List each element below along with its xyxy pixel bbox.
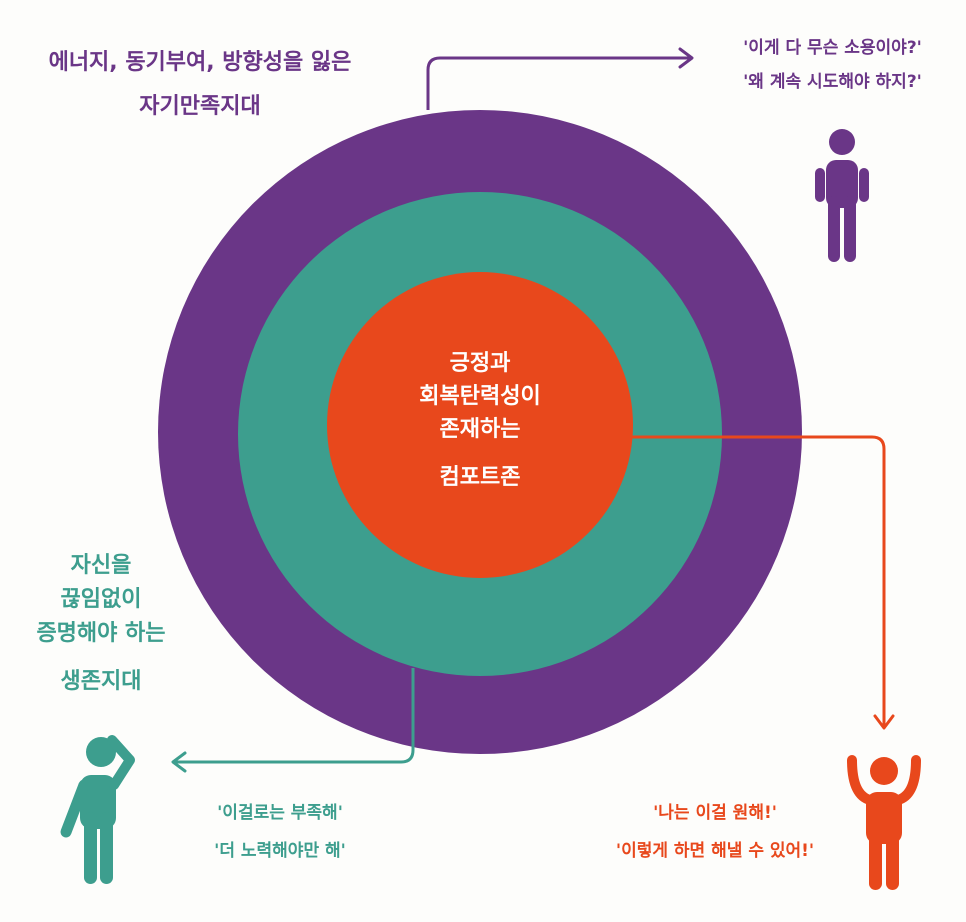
growth-arrow-head	[873, 714, 895, 730]
comfort-zone-line: 컴포트존	[439, 465, 521, 490]
growth-quotes: '나는 이걸 원해!' '이렇게 하면 해낼 수 있어!'	[590, 805, 840, 867]
complacency-arrow-line	[426, 56, 690, 110]
survival-zone-line: 증명해야 하는	[36, 621, 166, 646]
growth-arrow-line	[632, 435, 886, 726]
complacency-arrow-head	[678, 47, 694, 69]
growth-quote: '이렇게 하면 해낼 수 있어!'	[615, 841, 815, 861]
complacency-quote: '이게 다 무슨 소용이야?'	[743, 38, 922, 58]
comfort-zone-line: 존재하는	[439, 417, 521, 442]
survival-zone-line: 생존지대	[60, 669, 142, 694]
comfort-zone-core	[327, 272, 633, 578]
complacency-quote: '왜 계속 시도해야 하지?'	[743, 72, 922, 92]
comfort-zone-line: 회복탄력성이	[419, 384, 541, 409]
standing-person-icon	[815, 129, 869, 262]
survival-arrow-line	[175, 668, 415, 764]
complacency-zone-label: 에너지, 동기부여, 방향성을 잃은 자기만족지대	[20, 52, 380, 126]
complacency-zone-line: 에너지, 동기부여, 방향성을 잃은	[48, 50, 352, 75]
survival-zone-label: 자신을 끊임없이 증명해야 하는 생존지대	[8, 555, 194, 701]
complacency-quotes: '이게 다 무슨 소용이야?' '왜 계속 시도해야 하지?'	[705, 40, 960, 98]
survival-zone-line: 자신을	[70, 553, 132, 578]
complacency-zone-line: 자기만족지대	[139, 94, 261, 119]
comfort-zone-line: 긍정과	[449, 351, 511, 376]
survival-arrow-head	[171, 751, 187, 773]
survival-quote: '더 노력해야만 해'	[214, 841, 346, 861]
growth-quote: '나는 이걸 원해!'	[653, 803, 777, 823]
survival-quotes: '이걸로는 부족해' '더 노력해야만 해'	[180, 805, 380, 867]
survival-zone-line: 끊임없이	[60, 587, 142, 612]
hand-on-head-person-icon	[60, 735, 135, 884]
survival-quote: '이걸로는 부족해'	[217, 803, 343, 823]
arms-raised-person-icon	[847, 755, 921, 890]
comfort-zone-label: 긍정과 회복탄력성이 존재하는 컴포트존	[380, 353, 580, 500]
